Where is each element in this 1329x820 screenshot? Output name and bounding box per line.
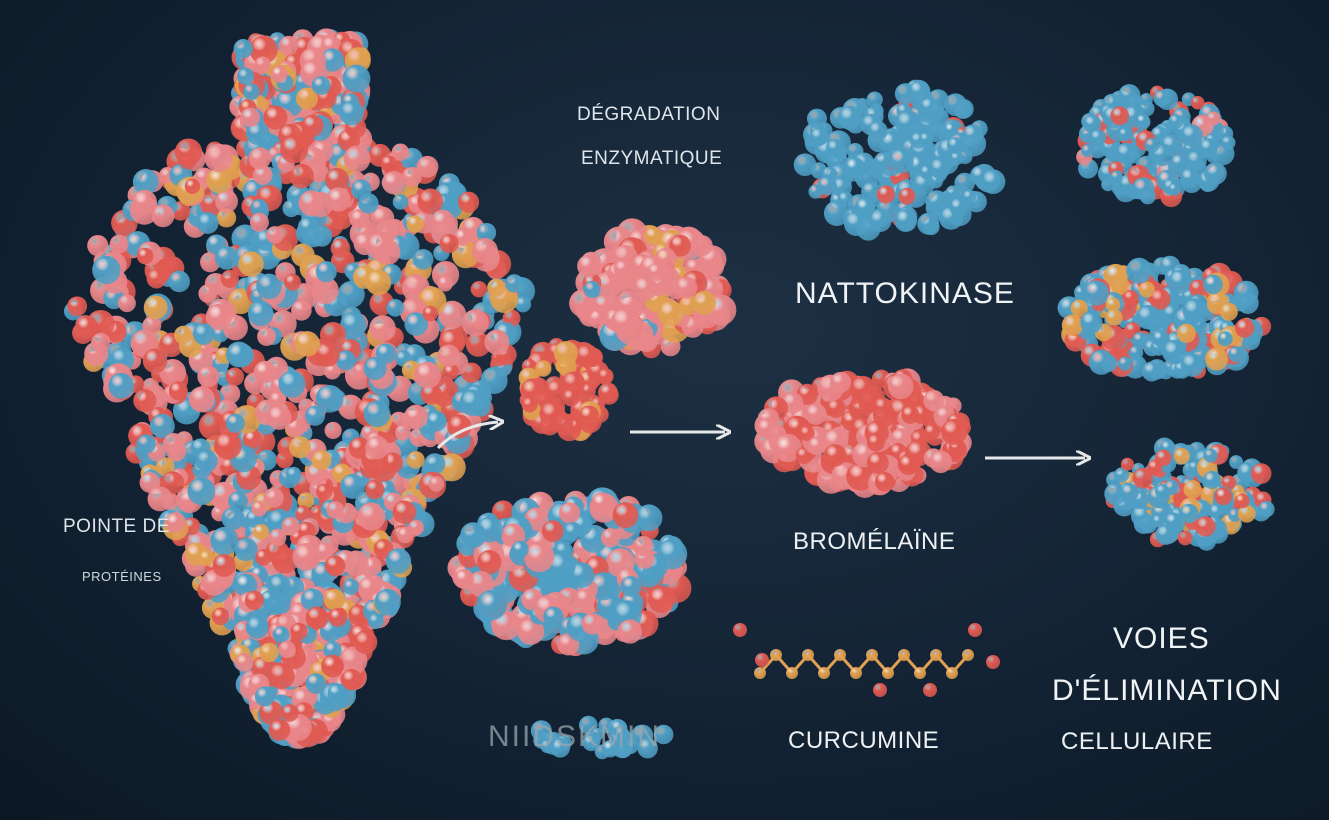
arrow-1-icon — [436, 422, 498, 450]
result-molecule-1 — [1076, 84, 1236, 208]
garbled-overlay-molecule — [530, 715, 674, 760]
elimination-label: D'ÉLIMINATION — [1052, 674, 1282, 707]
cellulaire-label: CELLULAIRE — [1061, 728, 1213, 755]
voies-label: VOIES — [1113, 622, 1210, 655]
enzymatique-label: ENZYMATIQUE — [581, 148, 723, 169]
molecule-mixed — [447, 487, 692, 657]
curcumine-label: CURCUMINE — [788, 727, 940, 754]
curcumine-molecule — [733, 623, 1000, 697]
molecule-pink — [569, 218, 737, 359]
result-molecule-2 — [1057, 255, 1272, 382]
garbled-label: NIIDSKMIN — [488, 720, 662, 753]
bromelaine-label: BROMÉLAÏNE — [793, 528, 956, 555]
degradation-label: DÉGRADATION — [577, 104, 721, 125]
spike-protein — [63, 28, 536, 749]
spike-protein-label: POINTE DE — [63, 516, 170, 537]
nattokinase-molecule — [793, 79, 1006, 241]
proteines-label: PROTÉINES — [82, 569, 162, 584]
nattokinase-label: NATTOKINASE — [795, 277, 1015, 310]
result-molecule-3 — [1104, 437, 1275, 551]
molecule-red — [518, 337, 619, 442]
bromelaine-molecule — [754, 368, 972, 498]
